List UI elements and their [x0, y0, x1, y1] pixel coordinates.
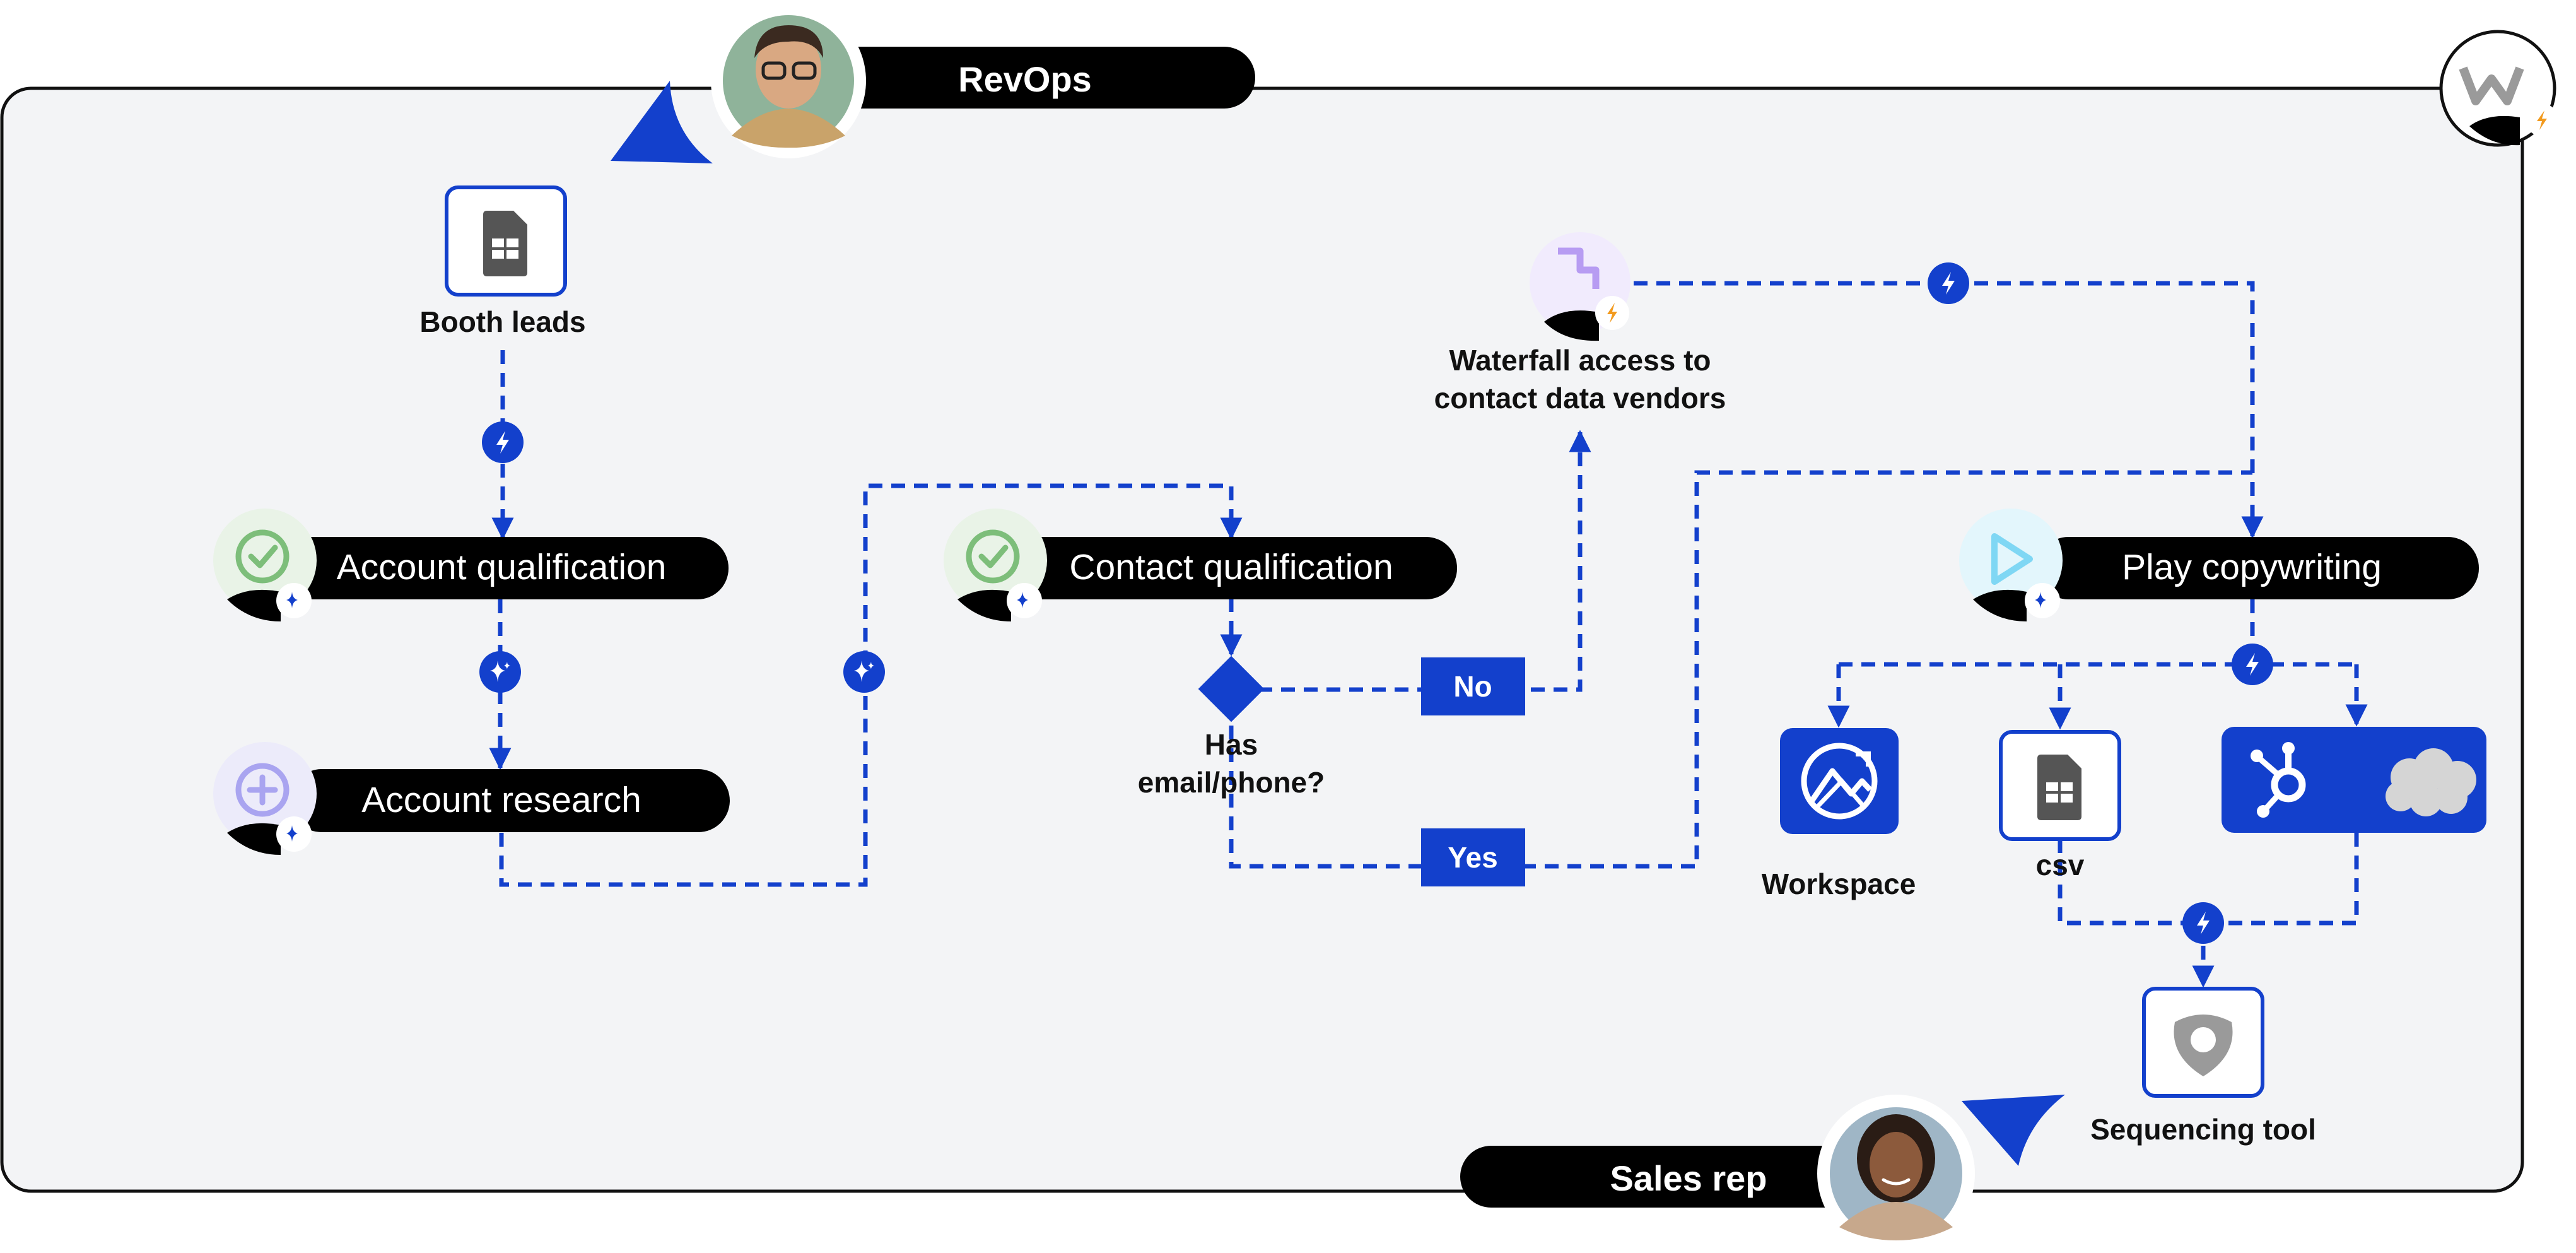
- no-tag: No: [1421, 657, 1525, 715]
- bolt-icon: [2232, 644, 2273, 685]
- play-copywriting-label: Play copywriting: [2122, 547, 2382, 587]
- check-circle-icon: [213, 509, 317, 621]
- connector-crm-to-sequencing: [2203, 833, 2359, 926]
- decision-diamond: [1198, 656, 1265, 722]
- pointer-arrow-icon: [611, 81, 713, 163]
- connector-badges: [479, 262, 2273, 944]
- sparkle-icon: [843, 651, 885, 693]
- node-play-copywriting: Play copywriting: [1959, 509, 2479, 621]
- contact-qualification-pill: [1009, 537, 1457, 599]
- actor-label-pill: [788, 47, 1255, 109]
- sparkle-icon: [479, 651, 521, 693]
- node-waterfall: Waterfall access to contact data vendors: [1434, 232, 1726, 415]
- contact-qualification-label: Contact qualification: [1069, 547, 1393, 587]
- node-account-qualification: Account qualification: [213, 509, 729, 621]
- decision-label-line2: email/phone?: [1138, 766, 1325, 799]
- yes-tag: Yes: [1421, 828, 1525, 886]
- hubspot-icon: [2251, 742, 2306, 818]
- sparkle-icon: [286, 825, 298, 842]
- actor-revops: RevOps: [611, 3, 1255, 163]
- connector-csv-to-sequencing: [2058, 839, 2203, 926]
- workflow-panel: [0, 86, 2524, 1193]
- no-label: No: [1453, 670, 1492, 703]
- account-research-pill: [290, 769, 730, 832]
- sparkle-icon: [286, 592, 298, 608]
- waterfall-label-line2: contact data vendors: [1434, 382, 1726, 415]
- account-research-label: Account research: [361, 780, 641, 820]
- node-account-research: Account research: [213, 742, 730, 855]
- sequencing-label: Sequencing tool: [2090, 1113, 2316, 1146]
- person-avatar: [711, 3, 866, 158]
- node-contact-qualification: Contact qualification: [944, 509, 1457, 621]
- node-crm: [2222, 727, 2486, 833]
- sparkle-icon: [1017, 592, 1028, 608]
- workspace-icon: [1801, 743, 1878, 820]
- decision-label-line1: Has: [1205, 728, 1258, 761]
- bolt-icon: [482, 421, 524, 463]
- sheet-icon: [2037, 755, 2081, 820]
- play-icon: [1959, 509, 2063, 621]
- booth-leads-label: Booth leads: [419, 305, 585, 338]
- waterfall-icon: [1530, 232, 1630, 341]
- bolt-icon: [1928, 262, 1969, 304]
- node-sequencing-tool: Sequencing tool: [2090, 987, 2316, 1146]
- salesforce-cloud-icon: [2386, 748, 2476, 816]
- bolt-icon: [2182, 902, 2224, 944]
- workspace-label: Workspace: [1762, 868, 1916, 900]
- connector-yes-to-play: [1229, 470, 2252, 869]
- node-workspace: Workspace: [1762, 728, 1916, 900]
- node-csv: csv: [1999, 730, 2121, 881]
- play-copywriting-pill: [2037, 537, 2479, 599]
- yes-label: Yes: [1448, 841, 1497, 874]
- sparkle-icon: [2035, 592, 2046, 608]
- pointer-arrow-icon: [1962, 1095, 2065, 1166]
- connector-waterfall-to-play: [1634, 281, 2264, 539]
- waterfall-label-line1: Waterfall access to: [1449, 344, 1711, 377]
- sequencer-icon: [2174, 1015, 2233, 1076]
- account-qualification-pill: [278, 537, 729, 599]
- sheet-icon: [483, 211, 527, 276]
- account-qualification-label: Account qualification: [337, 547, 667, 587]
- actor-label-pill: [1460, 1146, 1921, 1208]
- actor-label-revops: RevOps: [958, 59, 1092, 99]
- csv-label: csv: [2036, 849, 2085, 881]
- connector-no-to-waterfall: [1258, 430, 1591, 692]
- node-booth-leads: Booth leads: [419, 185, 586, 338]
- check-circle-icon: [944, 509, 1047, 621]
- actor-sales-rep: Sales rep: [1460, 1095, 2065, 1252]
- person-avatar: [1817, 1095, 1975, 1252]
- clay-logo-icon: [2439, 30, 2558, 147]
- plus-circle-icon: [213, 742, 317, 855]
- actor-label-sales-rep: Sales rep: [1610, 1158, 1767, 1198]
- node-decision: Has email/phone?: [1138, 656, 1325, 799]
